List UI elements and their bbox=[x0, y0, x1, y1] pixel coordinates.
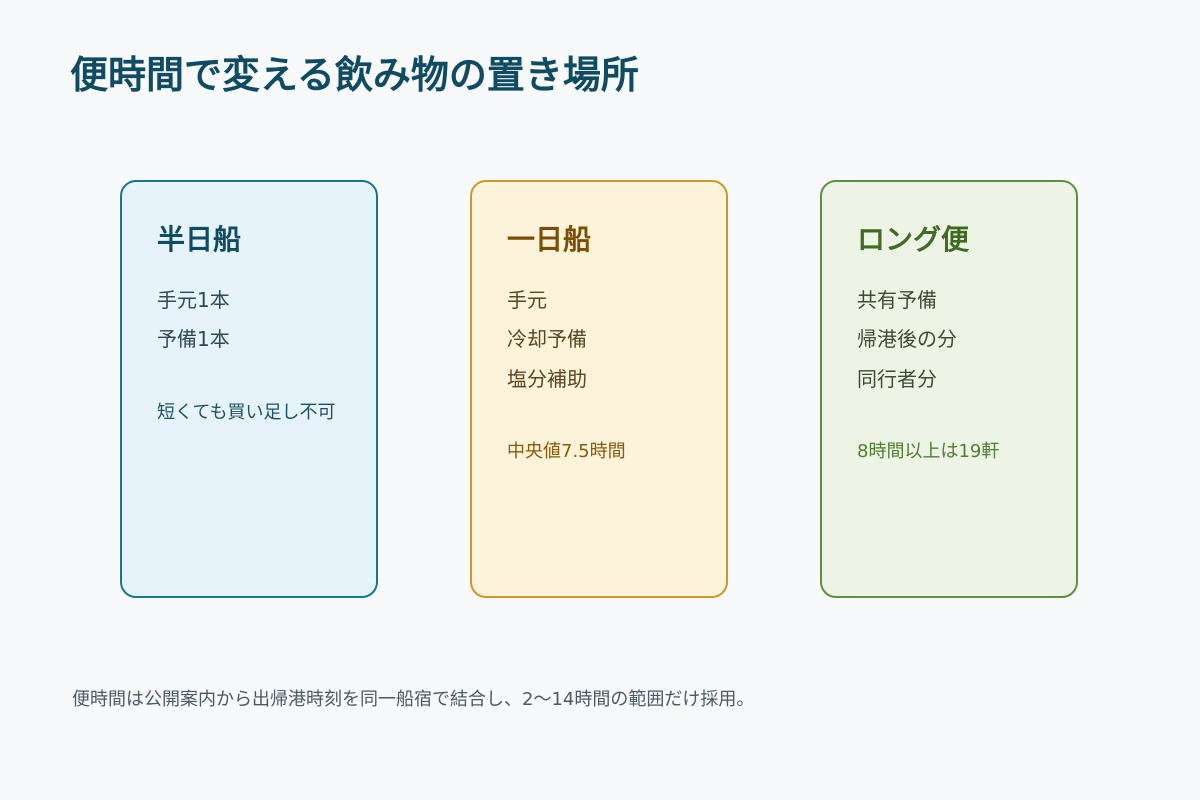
card-full-day: 一日船 手元 冷却予備 塩分補助 中央値7.5時間 bbox=[470, 180, 728, 598]
card-item: 手元1本 bbox=[157, 288, 230, 312]
card-heading: 一日船 bbox=[507, 223, 592, 256]
card-item: 共有予備 bbox=[857, 288, 937, 312]
footnote: 便時間は公開案内から出帰港時刻を同一船宿で結合し、2〜14時間の範囲だけ採用。 bbox=[72, 689, 755, 710]
card-heading: ロング便 bbox=[857, 223, 970, 256]
card-long-trip: ロング便 共有予備 帰港後の分 同行者分 8時間以上は19軒 bbox=[820, 180, 1078, 598]
card-item: 塩分補助 bbox=[507, 367, 587, 391]
card-note: 短くても買い足し不可 bbox=[157, 402, 336, 423]
card-item: 帰港後の分 bbox=[857, 327, 957, 351]
page-title: 便時間で変える飲み物の置き場所 bbox=[70, 53, 639, 97]
card-note: 中央値7.5時間 bbox=[507, 441, 626, 462]
card-note: 8時間以上は19軒 bbox=[857, 441, 1000, 462]
card-half-day: 半日船 手元1本 予備1本 短くても買い足し不可 bbox=[120, 180, 378, 598]
card-item: 冷却予備 bbox=[507, 327, 587, 351]
card-item: 同行者分 bbox=[857, 367, 937, 391]
card-heading: 半日船 bbox=[157, 223, 242, 256]
card-item: 予備1本 bbox=[157, 327, 230, 351]
card-item: 手元 bbox=[507, 288, 547, 312]
